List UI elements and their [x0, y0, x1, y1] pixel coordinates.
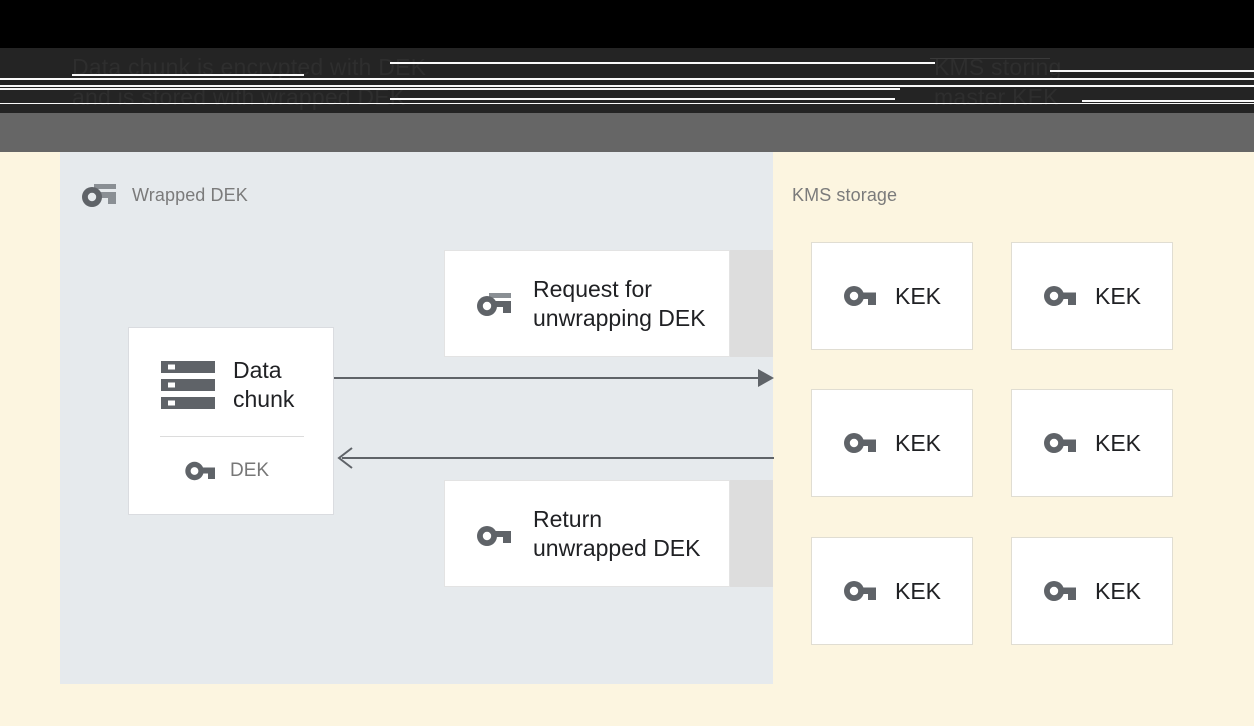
header-scanline	[0, 85, 1254, 87]
kek-label: KEK	[1094, 282, 1142, 309]
request-card-label: Request for unwrapping DEK	[533, 275, 706, 331]
return-unwrapped-dek-card[interactable]: Return unwrapped DEK	[444, 480, 730, 587]
header-band-black	[0, 0, 1254, 48]
kek-label: KEK	[1094, 429, 1142, 456]
key-icon	[1043, 284, 1077, 308]
kek-card[interactable]: KEK	[811, 242, 973, 350]
dek-label: DEK	[230, 460, 270, 481]
header-scanline	[390, 62, 935, 64]
key-icon	[1043, 431, 1077, 455]
kek-label: KEK	[894, 282, 942, 309]
data-chunk-card[interactable]: Data chunk DEK	[128, 327, 334, 515]
data-chunk-header-row: Data chunk	[159, 356, 294, 414]
return-card-shadow	[730, 480, 773, 587]
data-chunk-title: Data chunk	[233, 357, 295, 412]
key-icon	[184, 460, 216, 482]
kek-card[interactable]: KEK	[811, 537, 973, 645]
kek-label: KEK	[894, 577, 942, 604]
header-scanline	[0, 88, 900, 90]
request-card-shadow	[730, 250, 773, 357]
wrapped-key-icon	[80, 180, 118, 210]
header-scanline	[72, 74, 304, 76]
wrapped-dek-panel-title: Wrapped DEK	[132, 185, 248, 205]
kek-card[interactable]: KEK	[1011, 242, 1173, 350]
kek-label: KEK	[1094, 577, 1142, 604]
key-icon	[843, 284, 877, 308]
header-scanline	[1082, 100, 1254, 102]
header-band-gray	[0, 113, 1254, 152]
header-caption-right-line2: master KEK	[934, 84, 1059, 110]
dek-row: DEK	[184, 460, 269, 482]
data-chunk-divider	[160, 436, 304, 437]
header-scanline	[930, 58, 1050, 59]
header-scanline	[1050, 70, 1254, 72]
kek-label: KEK	[894, 429, 942, 456]
header-scanline	[390, 98, 895, 100]
arrow-response-from-kms	[334, 445, 774, 471]
kek-card[interactable]: KEK	[1011, 537, 1173, 645]
return-card-label: Return unwrapped DEK	[533, 505, 701, 561]
storage-stack-icon	[159, 359, 217, 411]
obscured-header-area: Data chunk is encrypted with DEK and is …	[0, 0, 1254, 152]
arrow-request-to-kms	[334, 365, 774, 391]
wrapped-key-icon	[475, 289, 513, 319]
header-scanline	[0, 103, 1254, 104]
request-unwrapping-dek-card[interactable]: Request for unwrapping DEK	[444, 250, 730, 357]
kek-card[interactable]: KEK	[1011, 389, 1173, 497]
kms-storage-panel-title: KMS storage	[792, 185, 898, 205]
key-icon	[1043, 579, 1077, 603]
key-icon	[843, 431, 877, 455]
kek-card[interactable]: KEK	[811, 389, 973, 497]
header-scanline	[0, 78, 1254, 80]
key-icon	[843, 579, 877, 603]
key-icon	[475, 519, 513, 549]
